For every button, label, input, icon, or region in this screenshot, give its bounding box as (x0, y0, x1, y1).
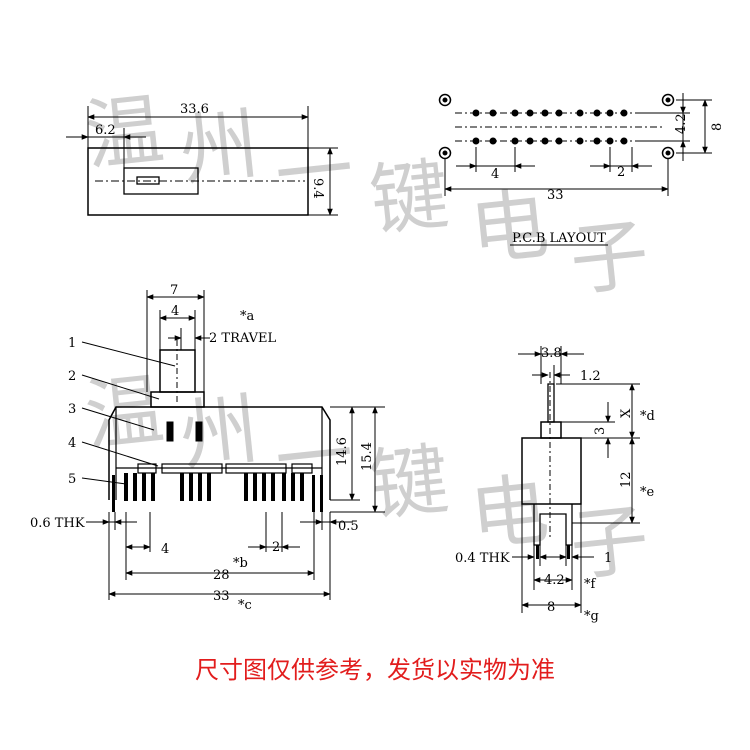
side-view (512, 346, 640, 613)
side-note-e: *e (640, 485, 655, 500)
pcb-dim-small: 2 (617, 165, 625, 180)
dim-top-height: 9.4 (310, 178, 325, 199)
front-dim-knob-outer: 7 (170, 283, 178, 298)
pcb-dim-span: 33 (547, 188, 564, 203)
front-part-label-3: 3 (68, 402, 76, 417)
watermark-char: 键 (366, 435, 453, 533)
front-dim-half: 0.5 (338, 519, 359, 534)
side-dim-42: 4.2 (544, 573, 565, 588)
side-note-d: *d (640, 409, 655, 424)
front-dim-knob-inner: 4 (171, 304, 179, 319)
pcb-dim-row: 4.2 (674, 113, 689, 134)
watermark-char: 子 (566, 495, 653, 593)
watermark-char: 州 (176, 385, 263, 483)
watermark: 温 州 一 键 电 子 温 州 一 键 电 子 (81, 85, 653, 593)
front-dim-body-total: 15.4 (360, 442, 375, 471)
front-note-a: *a (240, 309, 255, 324)
top-view (66, 106, 338, 216)
front-view-pins (112, 473, 323, 512)
side-dim-12: 12 (619, 471, 634, 488)
front-dim-small: 2 (272, 540, 280, 555)
dim-top-offset: 6.2 (95, 123, 116, 138)
watermark-char: 一 (271, 125, 358, 223)
side-dim-1: 1 (604, 551, 612, 566)
front-note-c: *c (238, 598, 252, 613)
front-part-label-4: 4 (68, 436, 76, 451)
pcb-title: P.C.B LAYOUT (512, 231, 606, 246)
front-note-b: *b (233, 556, 248, 571)
side-note-f: *f (584, 577, 597, 592)
side-dim-3: 3 (593, 427, 608, 435)
pcb-pin-holes (472, 109, 628, 145)
front-dim-total: 33 (213, 589, 230, 604)
front-part-label-2: 2 (68, 369, 76, 384)
side-dim-8: 8 (547, 600, 555, 615)
front-dim-body: 14.6 (335, 437, 350, 466)
watermark-char: 电 (466, 180, 553, 278)
front-dim-pitch: 4 (161, 542, 169, 557)
pcb-dim-pitch: 4 (491, 167, 499, 182)
side-dim-width-top: 3.8 (541, 346, 562, 361)
front-dim-mid: 28 (213, 568, 230, 583)
dim-top-length: 33.6 (180, 102, 209, 117)
front-dim-thk: 0.6 THK (30, 516, 85, 531)
watermark-char: 键 (366, 150, 453, 248)
side-dim-x: X (619, 408, 634, 418)
side-view-pins (536, 545, 570, 559)
side-dim-stem: 1.2 (580, 369, 601, 384)
side-note-g: *g (584, 609, 599, 624)
front-part-label-5: 5 (68, 472, 76, 487)
pcb-dim-total: 8 (710, 123, 725, 131)
front-dim-travel: 2 TRAVEL (209, 331, 276, 346)
side-dim-thk: 0.4 THK (455, 551, 510, 566)
footer-note: 尺寸图仅供参考，发货以实物为准 (195, 656, 555, 684)
watermark-char: 子 (566, 210, 653, 308)
front-part-label-1: 1 (68, 336, 76, 351)
watermark-char: 温 (81, 365, 168, 463)
